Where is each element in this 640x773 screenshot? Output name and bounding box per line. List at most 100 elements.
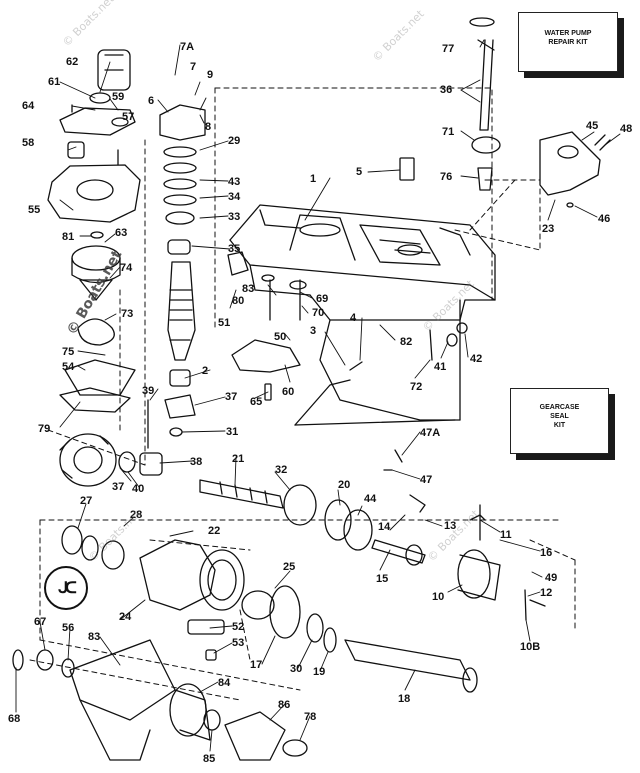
callout-34: 34 — [228, 191, 241, 203]
callout-75: 75 — [62, 346, 74, 358]
callout-54: 54 — [62, 361, 75, 373]
callout-3: 3 — [310, 325, 316, 337]
callout-47: 47 — [420, 474, 432, 486]
callout-70: 70 — [312, 307, 324, 319]
callout-22: 22 — [208, 525, 220, 537]
callout-56: 56 — [62, 622, 74, 634]
callout-64: 64 — [22, 100, 35, 112]
gearcase-kit-line2: SEAL — [550, 413, 569, 420]
callout-42: 42 — [470, 353, 482, 365]
callout-37a: 37 — [225, 391, 237, 403]
trim-tab-60 — [227, 157, 468, 471]
callout-23: 23 — [542, 223, 554, 235]
water-pump-kit-line2: REPAIR KIT — [548, 39, 588, 46]
callout-12: 12 — [540, 587, 552, 599]
gearcase-housing — [229, 204, 496, 426]
callout-62: 62 — [66, 56, 78, 68]
callout-65: 65 — [250, 396, 262, 408]
callout-1: 1 — [310, 173, 316, 185]
callout-51: 51 — [218, 317, 230, 329]
callout-25: 25 — [283, 561, 295, 573]
callout-7: 7 — [190, 61, 196, 73]
shift-components — [371, 494, 546, 621]
callout-46: 46 — [598, 213, 610, 225]
callout-14: 14 — [378, 521, 391, 533]
callout-69: 69 — [316, 293, 328, 305]
callout-21: 21 — [232, 453, 244, 465]
propeller-83 — [12, 639, 308, 761]
callout-72: 72 — [410, 381, 422, 393]
callout-6: 6 — [148, 95, 154, 107]
gearcase-kit-line1: GEARCASE — [539, 404, 580, 411]
callout-39: 39 — [142, 385, 154, 397]
callout-7a: 7A — [180, 41, 194, 53]
gearcase-kit-line3: KIT — [553, 422, 566, 429]
callout-5: 5 — [356, 166, 362, 178]
forward-gear — [59, 433, 163, 487]
callout-40: 40 — [132, 483, 144, 495]
callout-31: 31 — [226, 426, 238, 438]
callout-37b: 37 — [112, 481, 124, 493]
callout-68: 68 — [8, 713, 20, 725]
callout-labels: 7A 62 7 9 61 59 6 64 57 8 58 29 43 34 55… — [8, 41, 632, 765]
callout-57: 57 — [122, 111, 134, 123]
callout-18: 18 — [398, 693, 410, 705]
callout-43: 43 — [228, 176, 240, 188]
jc-logo-mark: ᒍᑕ — [58, 580, 77, 597]
callout-28: 28 — [130, 509, 142, 521]
callout-80: 80 — [232, 295, 244, 307]
callout-61: 61 — [48, 76, 60, 88]
callout-83b: 83 — [88, 631, 100, 643]
callout-50: 50 — [274, 331, 286, 343]
bearing-carrier — [61, 525, 478, 693]
callout-58: 58 — [22, 137, 34, 149]
callout-32: 32 — [275, 464, 287, 476]
callout-53: 53 — [232, 637, 244, 649]
callout-45: 45 — [586, 120, 598, 132]
callout-leader-lines — [15, 39, 621, 752]
callout-82: 82 — [400, 336, 412, 348]
callout-8: 8 — [205, 121, 211, 133]
callout-30: 30 — [290, 663, 302, 675]
callout-24: 24 — [119, 611, 132, 623]
callout-78: 78 — [304, 711, 316, 723]
callout-84: 84 — [218, 677, 231, 689]
callout-77: 77 — [442, 43, 454, 55]
callout-2: 2 — [202, 365, 208, 377]
callout-44: 44 — [364, 493, 377, 505]
callout-81: 81 — [62, 231, 74, 243]
callout-10: 10 — [432, 591, 444, 603]
callout-63: 63 — [115, 227, 127, 239]
callout-41: 41 — [434, 361, 446, 373]
callout-85: 85 — [203, 753, 215, 765]
callout-11: 11 — [500, 529, 512, 541]
callout-10b: 10B — [520, 641, 540, 653]
callout-83a: 83 — [242, 283, 254, 295]
callout-79: 79 — [38, 423, 50, 435]
callout-4: 4 — [350, 312, 357, 324]
callout-17: 17 — [250, 659, 262, 671]
callout-35: 35 — [228, 243, 240, 255]
callout-59: 59 — [112, 91, 124, 103]
callout-20: 20 — [338, 479, 350, 491]
callout-52: 52 — [232, 621, 244, 633]
callout-36: 36 — [440, 84, 452, 96]
callout-13: 13 — [444, 520, 456, 532]
callout-27: 27 — [80, 495, 92, 507]
callout-67: 67 — [34, 616, 46, 628]
jc-logo-badge: ᒍᑕ — [44, 566, 88, 610]
callout-73: 73 — [121, 308, 133, 320]
water-pump-assembly — [47, 49, 141, 413]
callout-16: 16 — [540, 547, 552, 559]
assembly-guide-lines — [29, 87, 576, 701]
callout-74: 74 — [120, 262, 133, 274]
water-pump-repair-kit-box: WATER PUMP REPAIR KIT — [518, 12, 618, 72]
callout-76: 76 — [440, 171, 452, 183]
callout-9: 9 — [207, 69, 213, 81]
callout-47a: 47A — [420, 427, 440, 439]
callout-48: 48 — [620, 123, 632, 135]
propeller-shaft-21 — [199, 479, 373, 551]
water-pump-kit-line1: WATER PUMP — [544, 30, 592, 37]
gearcase-seal-kit-box: GEARCASE SEAL KIT — [510, 388, 609, 454]
